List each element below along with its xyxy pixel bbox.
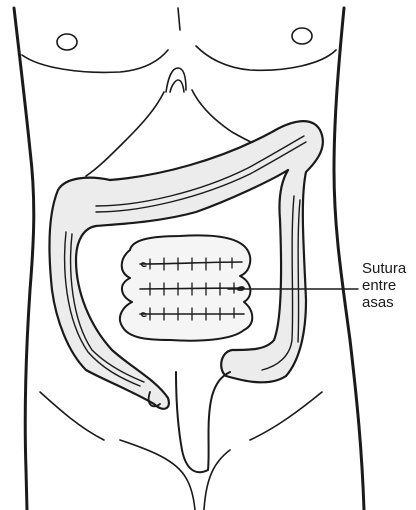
right-nipple	[292, 28, 312, 44]
xiphoid-process	[166, 68, 186, 92]
small-intestine-loops	[120, 235, 252, 340]
pelvis-line	[120, 440, 195, 510]
left-midline-line	[40, 392, 104, 440]
left-pectoral-line	[22, 50, 168, 72]
left-costal-margin	[86, 92, 164, 176]
torso-left-contour	[14, 8, 34, 510]
callout-line-3: asas	[362, 294, 416, 311]
lower-abdomen-line	[250, 392, 322, 440]
callout-line-1: Sutura	[362, 260, 416, 277]
torso-right-contour	[334, 8, 364, 510]
right-pectoral-line	[196, 46, 336, 70]
callout-line-2: entre	[362, 277, 416, 294]
sternum-line	[178, 8, 180, 30]
left-nipple	[57, 34, 77, 50]
suture-callout-label: Sutura entre asas	[362, 260, 416, 311]
